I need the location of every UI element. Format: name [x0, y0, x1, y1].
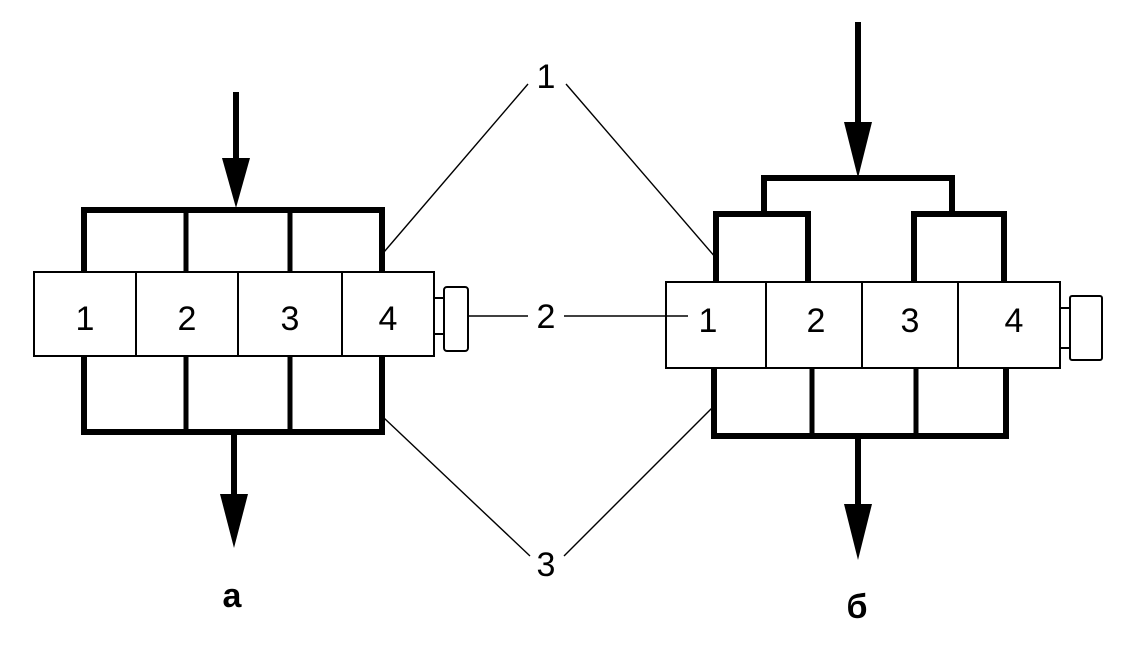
diagram-a-lower-block: [81, 353, 385, 435]
diagram-a-outlet-arrow: [220, 432, 248, 548]
callout-3-leader-a: [383, 417, 531, 557]
callout-3-leader-b: [563, 403, 717, 557]
diagram-a: 1 2 3 4 а: [33, 92, 469, 615]
diagram-a-cell-2: [135, 271, 239, 357]
diagram-b-cell-1-label: 1: [699, 302, 718, 340]
diagram-b-cell-4: [957, 281, 1061, 369]
callout-2-label: 2: [537, 298, 556, 336]
diagram-a-end-plug: [433, 286, 469, 352]
diagram-b-cell-row: 1 2 3 4: [665, 281, 1061, 369]
diagram-a-cell-3: [237, 271, 343, 357]
diagram-b-cell-2-label: 2: [807, 302, 826, 340]
diagram-b-caption: б: [846, 588, 867, 626]
diagram-b-cell-4-label: 4: [1005, 302, 1024, 340]
callout-1-leader-b: [565, 83, 717, 259]
diagram-b-cell-3-label: 3: [901, 302, 920, 340]
diagram-a-cell-3-label: 3: [281, 300, 300, 338]
diagram-b-cell-3: [861, 281, 959, 369]
diagram-b-inlet-arrow: [844, 22, 872, 178]
diagram-b-end-plug: [1059, 295, 1103, 361]
callout-1: 1: [383, 58, 717, 259]
diagram-b-upper-block: [713, 211, 1007, 285]
callout-2: 2: [468, 298, 688, 336]
callout-1-leader-a: [383, 83, 529, 253]
diagram-b-outlet-arrow: [844, 436, 872, 560]
diagram-a-cell-1-label: 1: [76, 300, 95, 338]
diagram-a-cell-row: 1 2 3 4: [33, 271, 435, 357]
diagram-b-cell-2: [765, 281, 863, 369]
diagram-b-inlet-manifold: [761, 175, 955, 217]
diagram-b-lower-block: [711, 365, 1009, 439]
diagram-a-inlet-arrow: [222, 92, 250, 208]
diagram-a-upper-block: [81, 207, 385, 275]
callout-3-label: 3: [537, 546, 556, 584]
diagram-b-cell-1: [665, 281, 767, 369]
diagram-a-cell-4-label: 4: [379, 300, 398, 338]
diagram-a-cell-2-label: 2: [178, 300, 197, 338]
diagram-a-cell-1: [33, 271, 137, 357]
callout-1-label: 1: [537, 58, 556, 96]
diagram-b: 1 2 3 4 б: [665, 22, 1103, 626]
callout-3: 3: [383, 403, 717, 584]
diagram-a-caption: а: [223, 577, 243, 615]
